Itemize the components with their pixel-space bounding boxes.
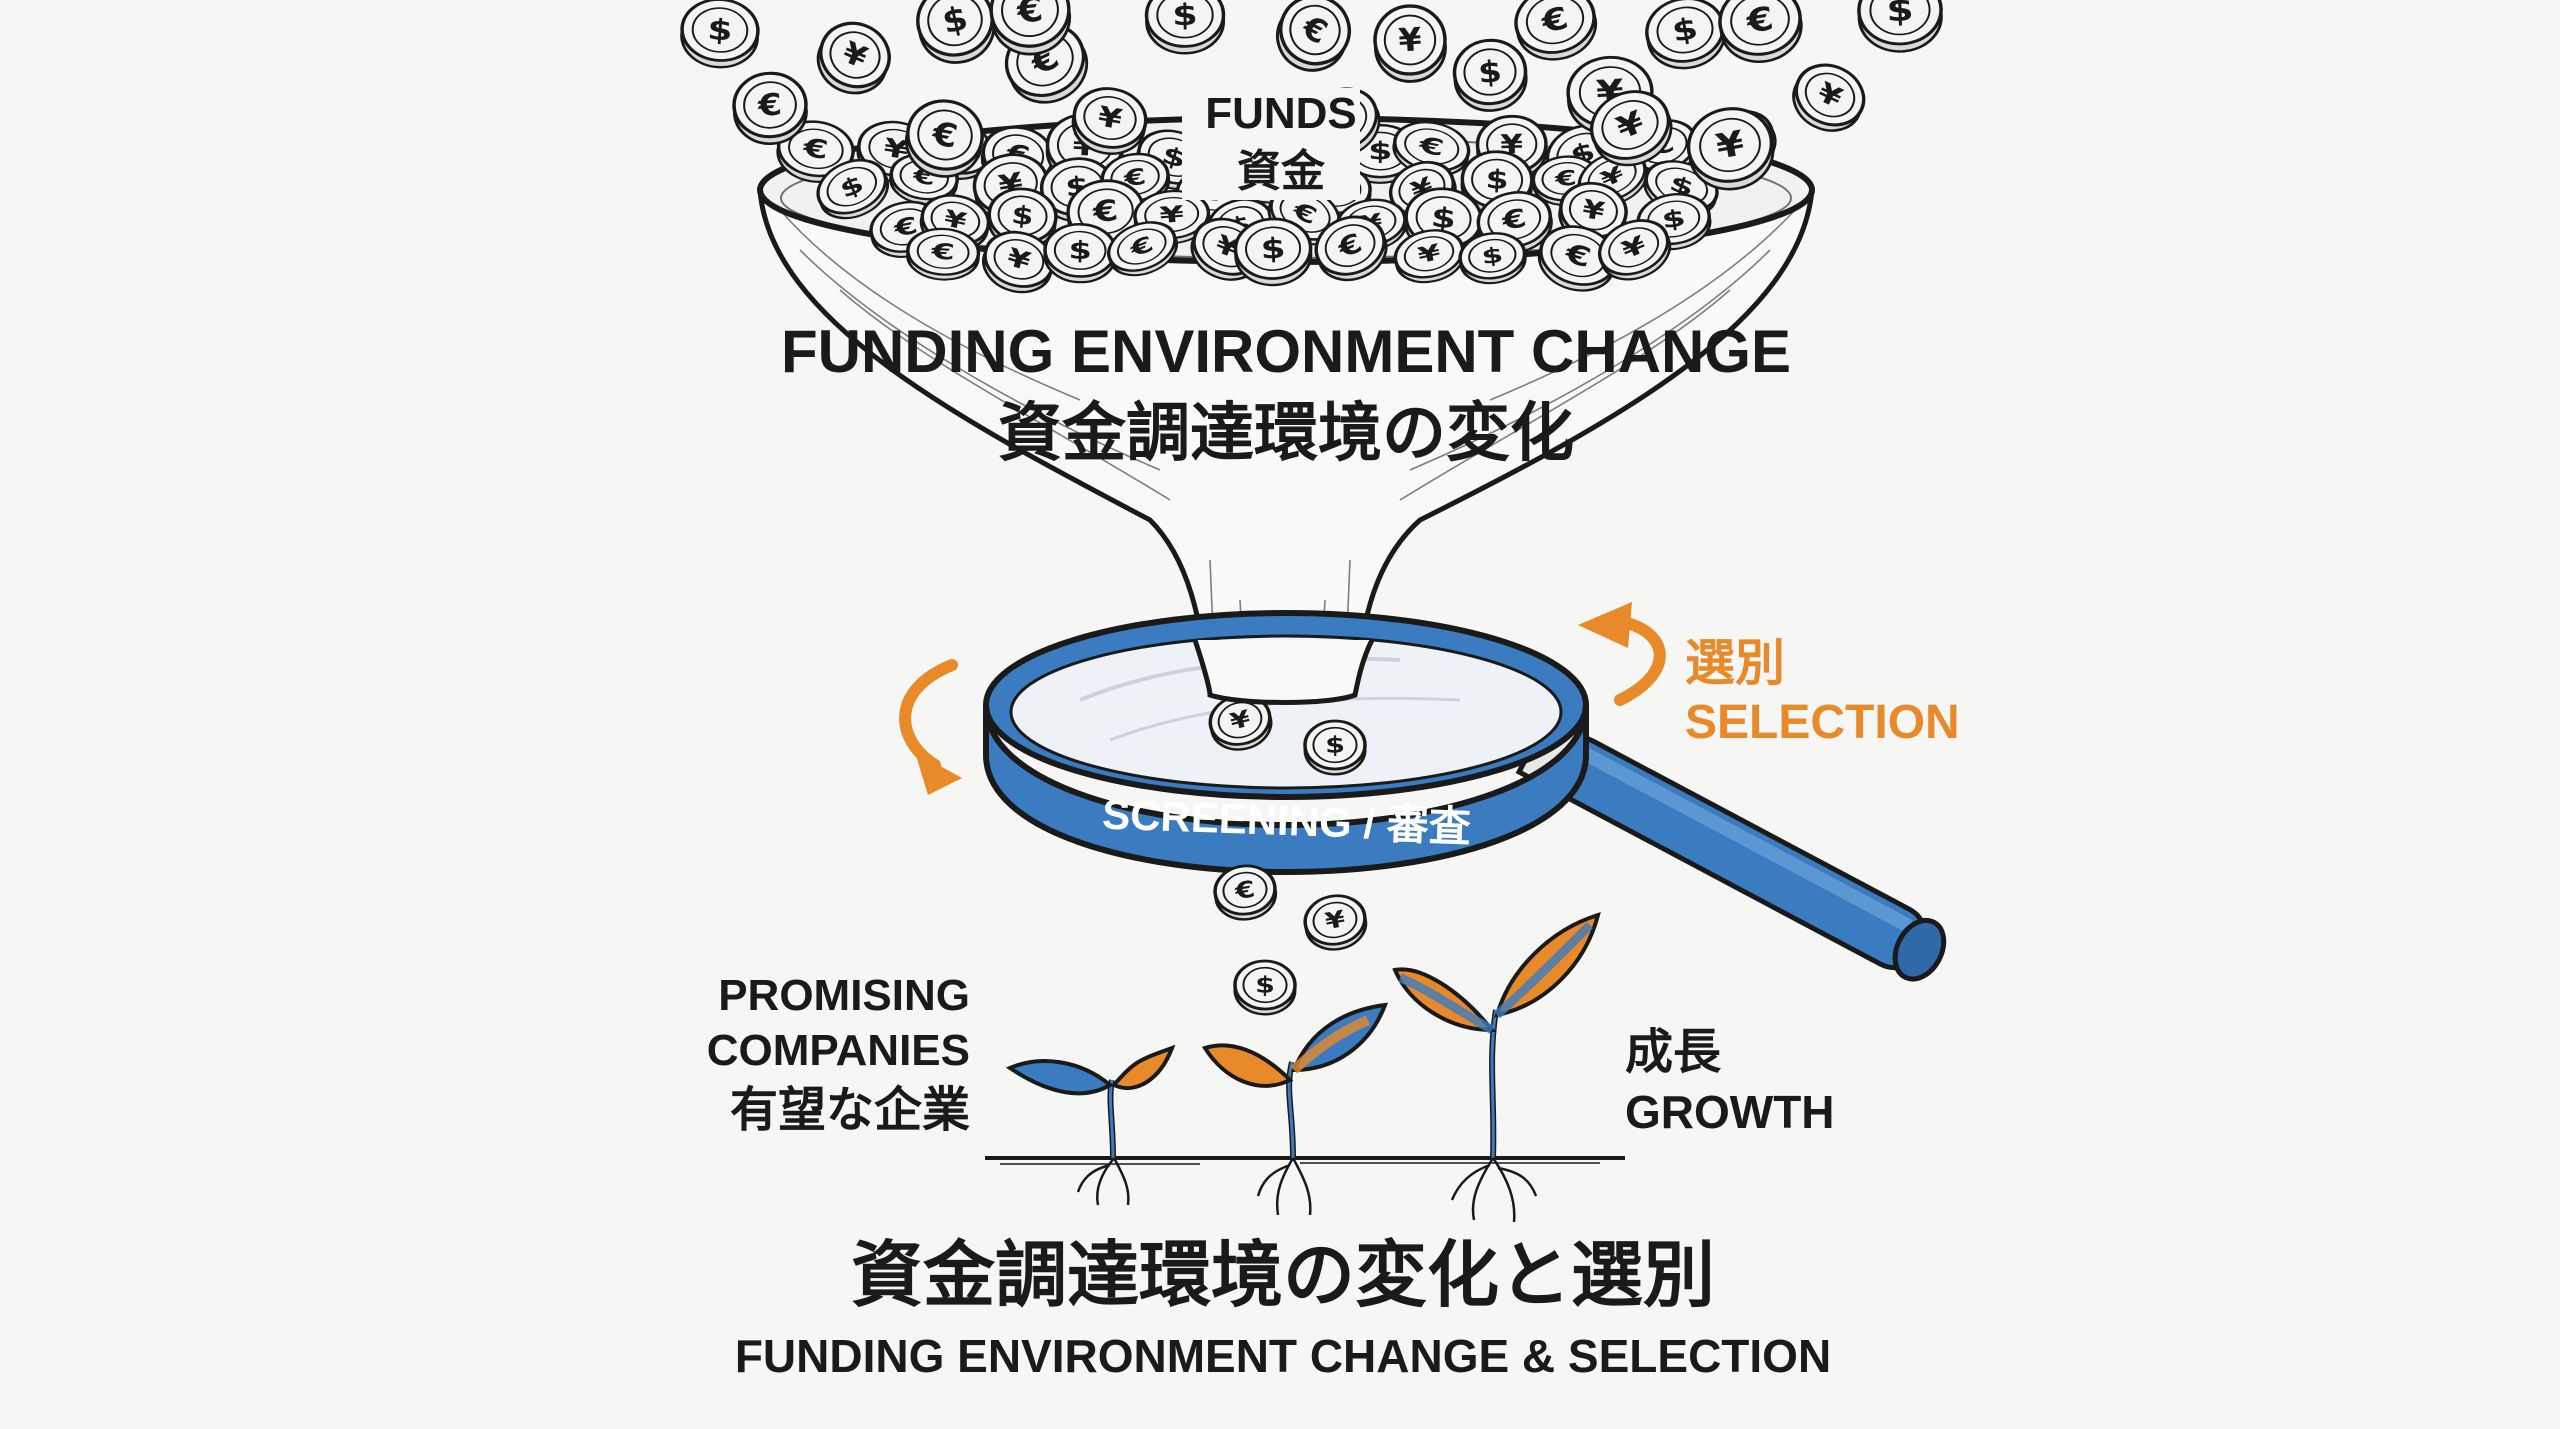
coin-symbol: $	[1480, 243, 1504, 270]
footer-title-ja: 資金調達環境の変化と選別	[851, 1236, 1715, 1316]
promising-label-line2: COMPANIES	[707, 1026, 970, 1075]
promising-label-ja: 有望な企業	[730, 1084, 970, 1137]
selection-label-ja: 選別	[1685, 635, 1785, 691]
coin-symbol: €	[1743, 0, 1776, 41]
falling-coins: $€¥$€¥$€¥$€¥$€¥$€¥$€¥	[680, 0, 1943, 191]
coin-icon: €	[776, 120, 855, 183]
coin-symbol: ¥	[1397, 21, 1422, 60]
coin-symbol: €	[800, 132, 830, 165]
coin-icon: ¥	[1589, 90, 1673, 167]
coin-symbol: €	[1499, 203, 1529, 237]
coin-symbol: $	[706, 12, 733, 47]
sprout-icon-small	[1005, 1044, 1176, 1206]
coin-icon: €	[906, 227, 981, 281]
coin-icon: €	[1107, 221, 1178, 277]
coin-icon: $	[1458, 232, 1527, 285]
coin-symbol: €	[1014, 0, 1045, 32]
coin-icon: ¥	[816, 21, 891, 95]
coin-symbol: $	[1172, 0, 1198, 32]
coin-symbol: €	[1090, 193, 1119, 229]
magnifying-glass-icon	[983, 610, 1947, 982]
funnel-label-ja: 資金調達環境の変化	[998, 397, 1574, 469]
coin-icon: €	[1314, 215, 1388, 282]
coin-icon: ¥	[1208, 694, 1273, 751]
coin-symbol: $	[1068, 236, 1092, 265]
screened-coins: ¥ $ € ¥ $	[1208, 694, 1368, 1016]
rotate-arrow-icon-right	[1578, 602, 1666, 706]
coin-icon: $	[987, 187, 1058, 250]
coin-icon: $	[1452, 38, 1528, 112]
coin-symbol: $	[1368, 137, 1392, 166]
coin-icon: $	[1233, 217, 1313, 287]
coin-symbol: $	[1010, 199, 1035, 231]
ground-line	[985, 1156, 1625, 1165]
rotate-arrow-icon-left	[899, 659, 962, 795]
coin-icon: $	[816, 158, 890, 220]
funds-label-ja: 資金	[1237, 147, 1326, 196]
coin-symbol: €	[1416, 131, 1446, 161]
promising-label-line1: PROMISING	[718, 971, 970, 1020]
coin-icon: $	[1303, 719, 1367, 776]
coin-icon: €	[1276, 0, 1351, 72]
selection-label-en: SELECTION	[1685, 696, 1960, 749]
coin-icon: €	[989, 0, 1072, 56]
coin-icon: $	[680, 0, 760, 69]
coin-icon: $	[1144, 0, 1226, 55]
coin-icon: ¥	[1686, 107, 1775, 191]
coin-icon: €	[1392, 121, 1471, 177]
coin-icon: €	[1718, 0, 1803, 64]
coin-icon: $	[1233, 959, 1297, 1016]
coin-icon: ¥	[1373, 4, 1447, 83]
funds-label-group: FUNDS 資金	[1182, 88, 1360, 200]
coin-symbol: $	[1477, 53, 1503, 91]
coin-icon: ¥	[1071, 87, 1148, 155]
funds-label-en: FUNDS	[1205, 89, 1357, 138]
coin-icon: ¥	[1393, 229, 1466, 284]
coin-symbol: ¥	[1323, 906, 1347, 936]
coin-symbol: €	[756, 86, 783, 123]
coin-icon: $	[916, 0, 996, 64]
funnel-coin-pile: €¥$€¥$€¥$€¥$€¥$€¥$€¥$€¥$€¥$€¥$€¥$€¥$€¥$€…	[776, 109, 1777, 294]
coin-icon: ¥	[1792, 63, 1866, 132]
coin-icon: €	[1213, 864, 1278, 921]
growth-label-en: GROWTH	[1625, 1086, 1835, 1138]
coin-symbol: €	[1232, 876, 1256, 905]
coin-icon: €	[904, 99, 984, 178]
coin-symbol: $	[1485, 164, 1509, 196]
coin-symbol: €	[930, 238, 956, 265]
coin-symbol: $	[1886, 0, 1914, 29]
growth-label-ja: 成長	[1625, 1026, 1722, 1079]
coin-icon: $	[1043, 222, 1118, 284]
coin-symbol: $	[1669, 10, 1700, 49]
funnel-label-en: FUNDING ENVIRONMENT CHANGE	[781, 318, 1791, 385]
footer-title-en: FUNDING ENVIRONMENT CHANGE & SELECTION	[735, 1330, 1831, 1382]
coin-symbol: $	[1260, 231, 1286, 265]
coin-icon: $	[1645, 0, 1726, 70]
sprout-icon-medium	[1201, 1002, 1389, 1216]
coin-symbol: $	[1255, 972, 1275, 999]
funnel-spout	[1192, 638, 1375, 705]
coin-icon: €	[732, 71, 808, 145]
coin-symbol: $	[1325, 732, 1345, 759]
sprout-icon-large	[1392, 912, 1601, 1223]
coin-icon: $	[1857, 0, 1943, 53]
coin-icon: €	[1514, 0, 1598, 61]
coin-icon: ¥	[982, 230, 1055, 294]
coin-icon: ¥	[1597, 219, 1672, 281]
coin-icon: ¥	[1303, 894, 1368, 951]
coin-symbol: ¥	[1415, 239, 1442, 268]
